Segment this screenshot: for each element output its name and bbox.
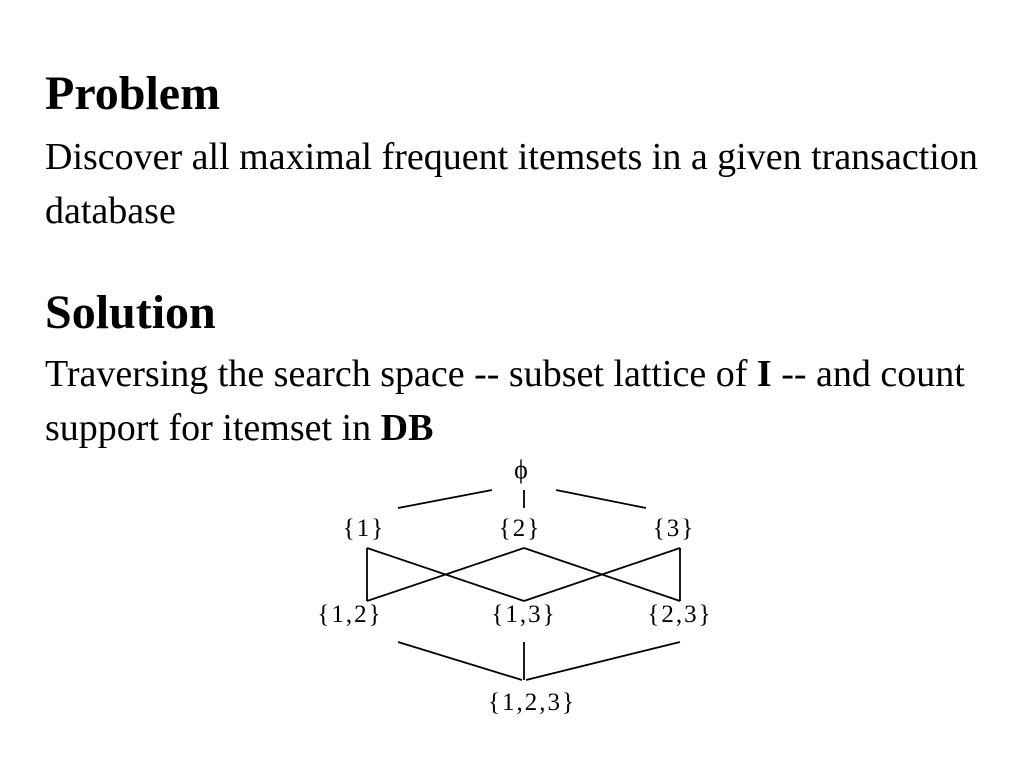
edge-23-123 [525,641,681,681]
itemset-symbol: I [756,353,772,395]
lattice-node-2-3: {2,3} [647,601,712,628]
problem-heading: Problem [45,67,221,120]
lattice-node-2: {2} [499,515,542,542]
lattice-node-3: {3} [653,515,696,542]
solution-heading: Solution [45,286,216,339]
edge-phi-1 [397,489,493,509]
solution-description: Traversing the search space -- subset la… [45,347,985,455]
lattice-node-1-3: {1,3} [491,601,556,628]
lattice-node-empty-set: ϕ [514,455,530,484]
lattice-node-1: {1} [343,515,386,542]
edge-3-13 [523,547,681,602]
lattice-node-1-2: {1,2} [317,601,382,628]
database-symbol: DB [380,407,434,449]
problem-description: Discover all maximal frequent itemsets i… [45,136,978,232]
solution-text-part1: Traversing the search space -- subset la… [45,353,757,395]
edge-phi-3 [555,489,647,509]
lattice-node-1-2-3: {1,2,3} [488,689,576,716]
solution-text-part2: -- and count support for itemset in [45,353,965,449]
edge-2-12 [366,547,525,602]
edge-12-123 [397,641,523,681]
